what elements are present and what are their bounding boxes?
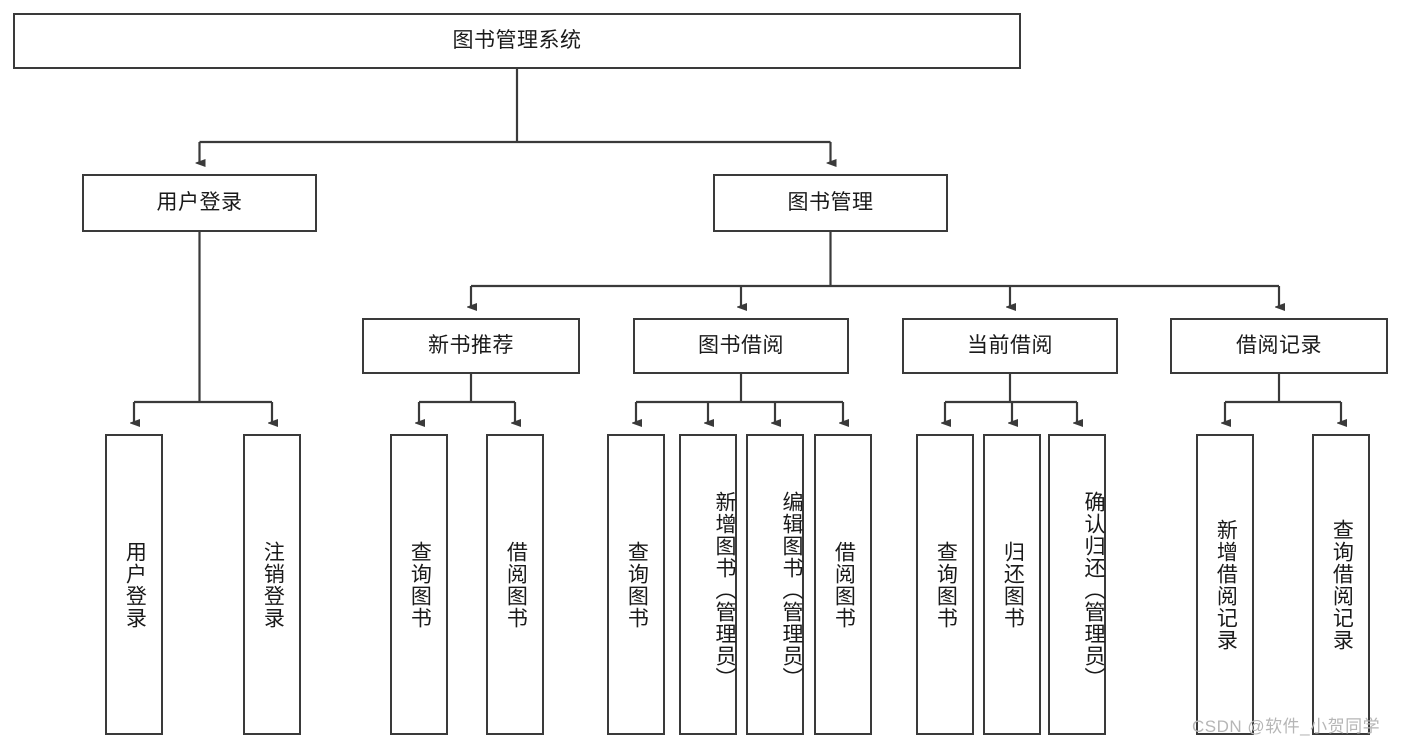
node-new-book-recommend: 新书推荐 [362, 318, 580, 374]
node-leaf-add-record: 新增借阅记录 [1196, 434, 1254, 735]
node-leaf-query-book-rec: 查询图书 [390, 434, 448, 735]
node-label: 查询图书 [625, 540, 649, 629]
node-label: 当前借阅 [967, 333, 1053, 357]
node-book-borrow: 图书借阅 [633, 318, 849, 374]
node-label: 用户登录 [156, 190, 243, 214]
node-leaf-borrow-book: 借阅图书 [814, 434, 872, 735]
node-label: 编辑图书（管理员） [780, 490, 803, 689]
node-label: 归还图书 [1001, 540, 1025, 629]
node-label: 借阅图书 [832, 540, 856, 629]
node-leaf-query-book-borrow: 查询图书 [607, 434, 665, 735]
node-leaf-add-book: 新增图书（管理员） [679, 434, 737, 735]
node-leaf-confirm-return: 确认归还（管理员） [1048, 434, 1106, 735]
node-leaf-return-book: 归还图书 [983, 434, 1041, 735]
node-label: 新书推荐 [428, 333, 514, 357]
node-label: 查询借阅记录 [1330, 518, 1354, 651]
node-label: 图书借阅 [698, 333, 784, 357]
node-borrow-record: 借阅记录 [1170, 318, 1388, 374]
csdn-watermark: CSDN @软件_小贺同学 [1192, 717, 1381, 736]
node-label: 借阅图书 [504, 540, 528, 629]
node-label: 新增图书（管理员） [713, 490, 736, 689]
node-root: 图书管理系统 [13, 13, 1021, 69]
node-leaf-logout: 注销登录 [243, 434, 301, 735]
node-label: 图书管理 [787, 190, 874, 214]
node-label: 借阅记录 [1236, 333, 1322, 357]
node-leaf-query-record: 查询借阅记录 [1312, 434, 1370, 735]
node-leaf-user-login: 用户登录 [105, 434, 163, 735]
node-leaf-query-book-current: 查询图书 [916, 434, 974, 735]
node-label: 用户登录 [123, 540, 147, 629]
node-label: 注销登录 [261, 540, 285, 629]
node-label: 确认归还（管理员） [1082, 490, 1105, 689]
node-label: 查询图书 [408, 540, 432, 629]
node-leaf-borrow-book-rec: 借阅图书 [486, 434, 544, 735]
node-current-borrow: 当前借阅 [902, 318, 1118, 374]
node-label: 查询图书 [934, 540, 958, 629]
node-label: 新增借阅记录 [1214, 518, 1238, 651]
node-book-management: 图书管理 [713, 174, 948, 232]
node-label: 图书管理系统 [452, 28, 582, 52]
node-user-login: 用户登录 [82, 174, 317, 232]
node-leaf-edit-book: 编辑图书（管理员） [746, 434, 804, 735]
